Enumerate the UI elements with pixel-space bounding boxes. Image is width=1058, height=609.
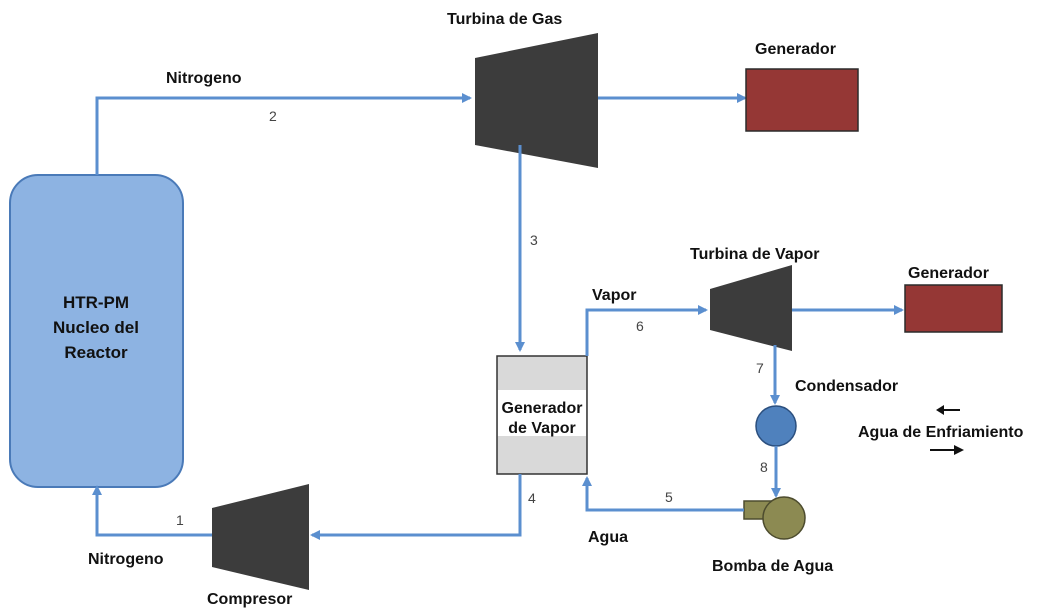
point-6-label: 6: [636, 318, 644, 334]
pipe-pump-to-steam-generator: [582, 476, 744, 512]
point-1-label: 1: [176, 512, 184, 528]
water-pump: [762, 496, 806, 540]
point-3-label: 3: [530, 232, 538, 248]
compressor: [212, 484, 309, 590]
cooling-water-arrow-in-head: [936, 405, 944, 415]
reactor-label-line1: HTR-PM: [63, 293, 129, 312]
water-pump-label: Bomba de Agua: [712, 558, 833, 575]
point-7-label: 7: [756, 360, 764, 376]
condenser: [755, 405, 797, 447]
steam-generator-label-line1: Generador: [502, 400, 583, 417]
point-2-label: 2: [269, 108, 277, 124]
point-5-label: 5: [665, 489, 673, 505]
condenser-label: Condensador: [795, 378, 898, 395]
cooling-water-arrow-out-head: [954, 445, 964, 455]
pipe-compressor-to-reactor: [92, 485, 212, 537]
steam-turbine-label: Turbina de Vapor: [690, 246, 820, 263]
generator-2-label: Generador: [908, 265, 989, 282]
generator-1: [745, 68, 859, 132]
cooling-water-label: Agua de Enfriamiento: [858, 424, 1024, 441]
compressor-label: Compresor: [207, 591, 292, 608]
nitrogen-label-top: Nitrogeno: [166, 70, 242, 87]
steam-generator-label-line2: de Vapor: [508, 420, 576, 437]
point-8-label: 8: [760, 459, 768, 475]
pipe-steam-generator-to-compressor: [310, 474, 522, 540]
point-4-label: 4: [528, 490, 536, 506]
reactor-label-line2: Nucleo del: [53, 318, 139, 337]
water-label: Agua: [588, 529, 628, 546]
steam-generator-band: [498, 390, 586, 436]
generator-1-label: Generador: [755, 41, 836, 58]
gas-turbine: [475, 33, 598, 168]
vapor-label: Vapor: [592, 287, 636, 304]
pipe-reactor-to-gas-turbine: [95, 93, 472, 175]
nitrogen-label-bottom: Nitrogeno: [88, 551, 164, 568]
steam-turbine: [710, 265, 792, 351]
pipe-steam-generator-to-steam-turbine: [585, 305, 708, 356]
generator-2: [904, 284, 1003, 333]
gas-turbine-label: Turbina de Gas: [447, 11, 562, 28]
reactor-label-line3: Reactor: [64, 343, 128, 362]
